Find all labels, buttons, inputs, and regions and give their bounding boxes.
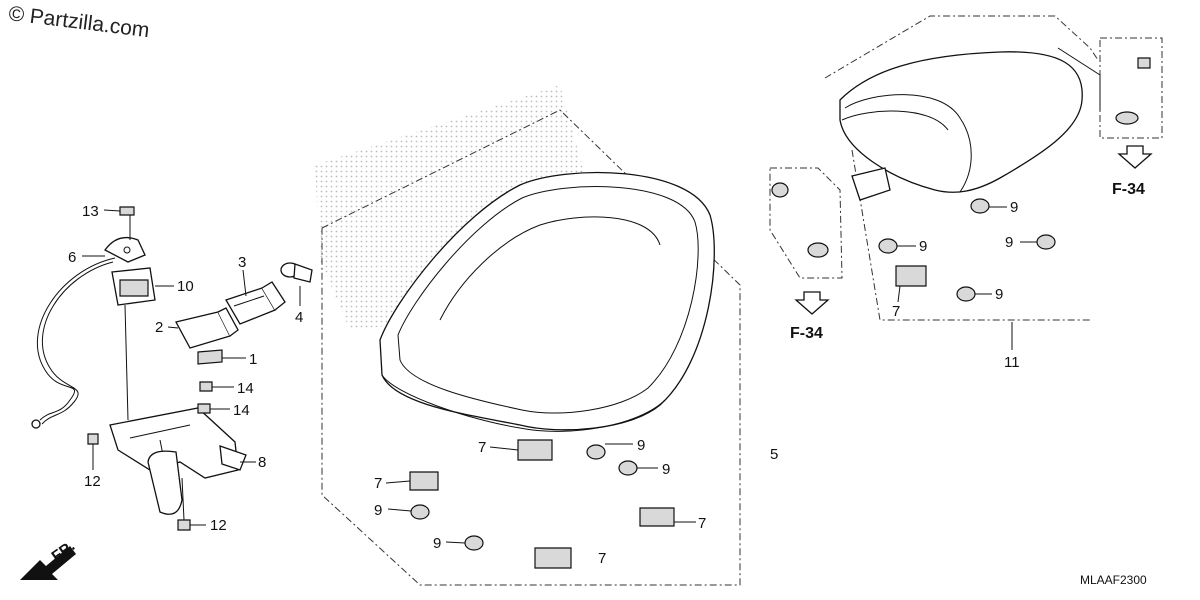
callout-9-e: 9	[1010, 199, 1018, 216]
callout-13: 13	[82, 203, 99, 220]
callout-9-a: 9	[637, 437, 645, 454]
callout-12-left: 12	[84, 473, 101, 490]
callout-7-e: 7	[892, 303, 900, 320]
callout-7-c: 7	[698, 515, 706, 532]
ref-arrow-left	[794, 291, 830, 315]
callout-10: 10	[177, 278, 194, 295]
callout-3: 3	[238, 254, 246, 271]
callout-9-g: 9	[1005, 234, 1013, 251]
callout-6: 6	[68, 249, 76, 266]
seat-bracket	[87, 381, 247, 531]
callout-12-bottom: 12	[210, 517, 227, 534]
callout-9-f: 9	[919, 238, 927, 255]
passenger-seat-fasteners	[771, 57, 1151, 302]
callout-9-h: 9	[995, 286, 1003, 303]
callout-2: 2	[155, 319, 163, 336]
callout-1: 1	[249, 351, 257, 368]
callout-7-a: 7	[478, 439, 486, 456]
diagram-code: MLAAF2300	[1080, 573, 1147, 587]
callout-7-d: 7	[598, 550, 606, 567]
callout-9-d: 9	[433, 535, 441, 552]
main-seat-fasteners	[409, 439, 675, 569]
callout-14-upper: 14	[237, 380, 254, 397]
lock-cable-assembly	[31, 206, 156, 429]
callout-9-c: 9	[374, 502, 382, 519]
control-modules	[175, 262, 313, 365]
front-direction-arrow	[20, 546, 76, 580]
passenger-seat	[839, 51, 1083, 201]
callout-14-lower: 14	[233, 402, 250, 419]
callout-8: 8	[258, 454, 266, 471]
main-seat	[379, 171, 715, 432]
main-seat-dash-box	[321, 109, 741, 586]
leader-lines	[82, 206, 1037, 544]
callout-4: 4	[295, 309, 303, 326]
callout-5: 5	[770, 446, 778, 463]
ref-arrow-right	[1117, 145, 1153, 169]
callout-9-b: 9	[662, 461, 670, 478]
callout-7-b: 7	[374, 475, 382, 492]
ref-label-left: F-34	[790, 325, 823, 342]
watermark: © Partzilla.com	[7, 2, 150, 42]
callout-11: 11	[1004, 354, 1020, 371]
passenger-seat-dash-box	[769, 15, 1163, 321]
ref-label-right: F-34	[1112, 181, 1145, 198]
